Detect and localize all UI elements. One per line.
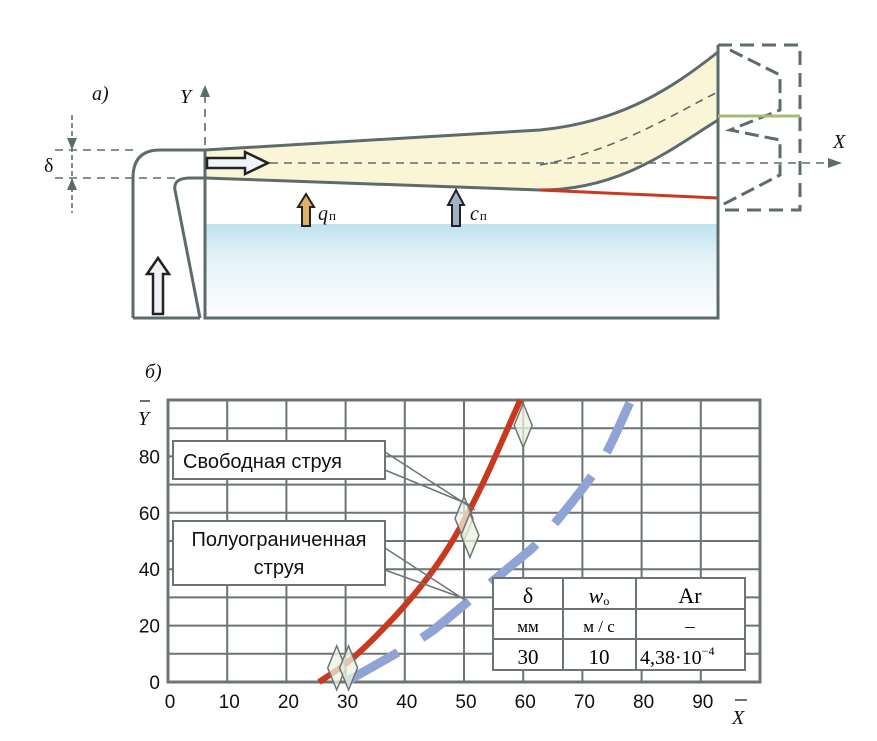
nozzle-outer-wall xyxy=(131,148,205,318)
heat-flux-arrow-icon xyxy=(296,192,316,227)
y-tick-label: 0 xyxy=(149,673,160,694)
y-axis-arrow-icon xyxy=(200,85,210,97)
x-tick-label: 70 xyxy=(574,692,595,713)
tank-outline xyxy=(203,45,720,320)
water-surface xyxy=(205,224,718,318)
y-tick-label: 40 xyxy=(139,560,160,581)
wall-jet-line xyxy=(539,188,719,200)
x-tick-label: 20 xyxy=(278,692,299,713)
supply-flow-arrow-icon xyxy=(144,255,172,316)
delta-arrows-icon xyxy=(67,138,77,190)
table-unit-delta: мм xyxy=(517,617,539,636)
q-label: qп xyxy=(318,203,336,225)
y-axis-label: Y xyxy=(180,86,193,108)
x-tick-label: 30 xyxy=(337,692,358,713)
semi-bounded-jet-annotation: Полуограниченная струя xyxy=(172,520,466,601)
x-tick-label: 10 xyxy=(219,692,240,713)
x-tick-label: 40 xyxy=(396,692,417,713)
chart-y-label: Y xyxy=(138,408,151,430)
table-unit-w: м / с xyxy=(583,617,615,636)
experimental-point xyxy=(460,511,480,560)
x-tick-label: 50 xyxy=(455,692,476,713)
x-tick-label: 0 xyxy=(165,692,176,713)
chart-x-label: X xyxy=(731,707,745,729)
c-label: cп xyxy=(470,203,487,225)
table-header-w: wо xyxy=(589,583,610,608)
semi-bounded-label-line1: Полуограниченная xyxy=(192,529,367,551)
free-jet-label: Свободная струя xyxy=(183,451,342,473)
x-tick-label: 90 xyxy=(692,692,713,713)
x-axis-label: X xyxy=(832,131,846,153)
delta-label: δ xyxy=(44,155,53,177)
x-tick-label: 80 xyxy=(633,692,654,713)
experimental-point xyxy=(513,401,534,450)
series-line-semi-bounded-jet xyxy=(343,400,634,686)
table-header-ar: Ar xyxy=(678,583,702,608)
parameter-table: δ wо Ar мм м / с – 30 10 4,38·10−4 xyxy=(492,577,746,671)
panel-b-label: б) xyxy=(145,361,162,383)
y-tick-label: 80 xyxy=(139,447,160,468)
chart-points xyxy=(326,401,534,692)
jet-flow-arrow-icon xyxy=(205,150,271,176)
table-value-delta: 30 xyxy=(518,645,539,669)
panel-a-label: а) xyxy=(92,83,109,105)
x-tick-label: 60 xyxy=(515,692,536,713)
x-axis-arrow-icon xyxy=(828,158,842,168)
y-tick-label: 60 xyxy=(139,504,160,525)
experimental-point xyxy=(338,643,359,692)
chart-panel-b: б) 0 10 20 30 40 50 60 70 80 90 0 20 40 60 80 Y X Своб… xyxy=(138,361,762,729)
nozzle-inner-wall xyxy=(173,176,205,319)
table-value-w: 10 xyxy=(589,645,610,669)
table-value-ar: 4,38·10−4 xyxy=(640,644,714,669)
exhaust-hood xyxy=(718,43,802,212)
vapor-flux-arrow-icon xyxy=(446,187,466,227)
jet-region xyxy=(205,52,718,190)
jet-axis-curve xyxy=(539,91,719,166)
semi-bounded-label-line2: струя xyxy=(254,557,305,579)
chart-ticks: 0 10 20 30 40 50 60 70 80 90 0 20 40 60 80 xyxy=(139,447,714,713)
diagram-panel-a: а) δ Y X qп cп xyxy=(44,43,846,320)
free-jet-annotation: Свободная струя xyxy=(172,440,476,511)
y-tick-label: 20 xyxy=(139,617,160,638)
table-header-delta: δ xyxy=(523,583,533,608)
jet-upper-boundary xyxy=(204,50,719,152)
table-unit-ar: – xyxy=(684,616,695,637)
